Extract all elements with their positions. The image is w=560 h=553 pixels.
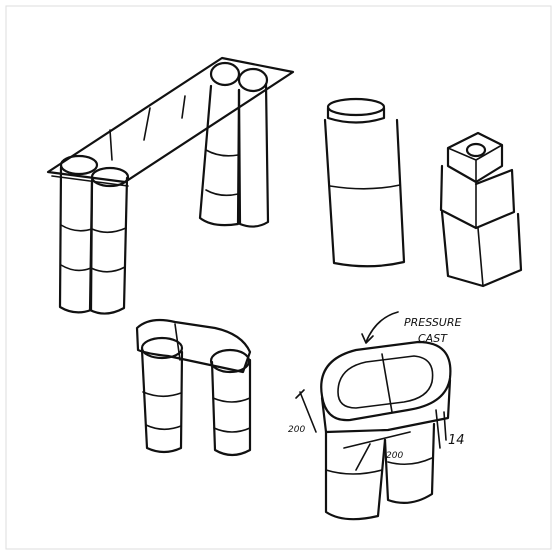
bottom-block-edge: [477, 227, 484, 287]
sketch-pressure-cast: PRESSURE CAST 200 200 14: [288, 311, 465, 521]
page-border: [5, 5, 552, 550]
right-pillar-top-a: [209, 61, 241, 87]
arch-pillar-joints: [142, 391, 251, 433]
capsule-top-inner: [337, 355, 434, 409]
capsule-split: [381, 353, 393, 413]
dimension-side-label: 14: [448, 433, 465, 448]
callout-label-line1: PRESSURE: [404, 316, 461, 329]
sketch-tall-column: [323, 97, 406, 268]
sketch-arch-pillars: [135, 318, 252, 457]
bridge-slab: [46, 56, 295, 184]
dimension-right-line: [343, 431, 411, 471]
dimension-right-label: 200: [386, 451, 403, 461]
dimension-side-line: [435, 409, 447, 449]
arch-cap: [135, 318, 252, 374]
callout-arrow-head: [361, 333, 374, 344]
top-block-edges: [447, 144, 503, 183]
callout-arrow-line: [365, 311, 399, 343]
left-pillar-b: [88, 176, 129, 315]
column-cap-top: [326, 97, 386, 117]
right-pillar-top-b: [237, 67, 269, 93]
right-pillar-a: [198, 84, 241, 227]
sketch-stacked-blocks: [439, 131, 523, 288]
capsule-leg-joints: [325, 457, 433, 475]
capsule-right-leg: [383, 422, 436, 505]
column-joint: [329, 184, 401, 190]
dimension-left-label: 200: [288, 425, 305, 435]
capsule-rim: [320, 378, 452, 434]
top-block-hole: [465, 142, 487, 158]
bridge-slab-hatching: [109, 95, 186, 161]
arch-left-top: [140, 336, 184, 360]
bridge-slab-edge: [51, 175, 129, 187]
arch-right-pillar: [210, 358, 252, 457]
left-pillar-a: [58, 165, 94, 314]
left-pillar-top-a: [59, 154, 99, 176]
sketch-bridge-pillars: [46, 56, 295, 315]
left-pillar-joints: [60, 224, 127, 273]
capsule-top: [320, 340, 452, 422]
dimension-left-line: [295, 389, 317, 433]
middle-block: [439, 164, 516, 230]
right-pillar-joints: [205, 149, 239, 197]
arch-left-pillar: [140, 348, 184, 454]
top-block: [446, 131, 504, 184]
column-cap: [326, 106, 386, 124]
column-body: [323, 118, 406, 268]
left-pillar-top-b: [90, 166, 130, 188]
capsule-left-leg: [324, 430, 387, 521]
right-pillar-b: [237, 82, 270, 228]
